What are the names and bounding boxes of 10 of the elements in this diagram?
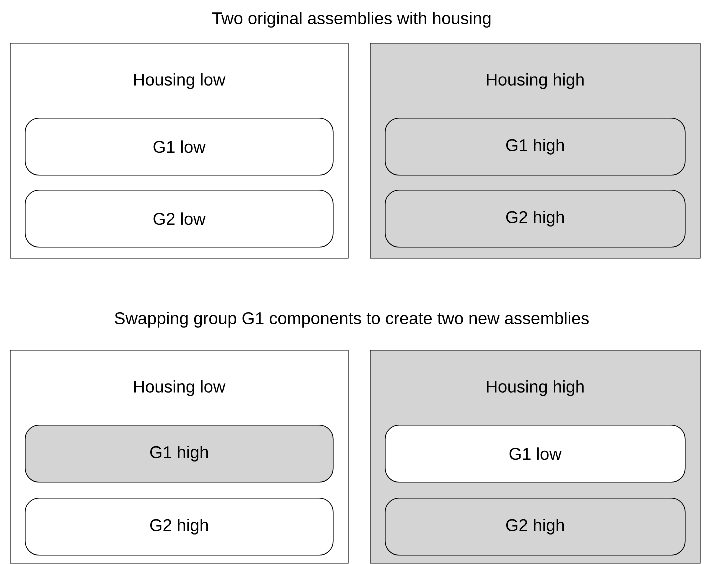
component-box: G2 low [25,190,334,248]
component-box: G2 high [385,190,686,248]
component-box: G1 high [385,118,686,176]
component-box: G1 low [25,118,334,176]
subtitle: Swapping group G1 components to create two new assemblies [115,312,589,328]
component-box: G1 high [25,424,334,483]
component-box: G2 high [385,498,686,556]
title: Two original assemblies with housing [212,12,491,28]
component-box: G1 low [385,424,686,483]
component-box: G2 high [25,498,334,556]
